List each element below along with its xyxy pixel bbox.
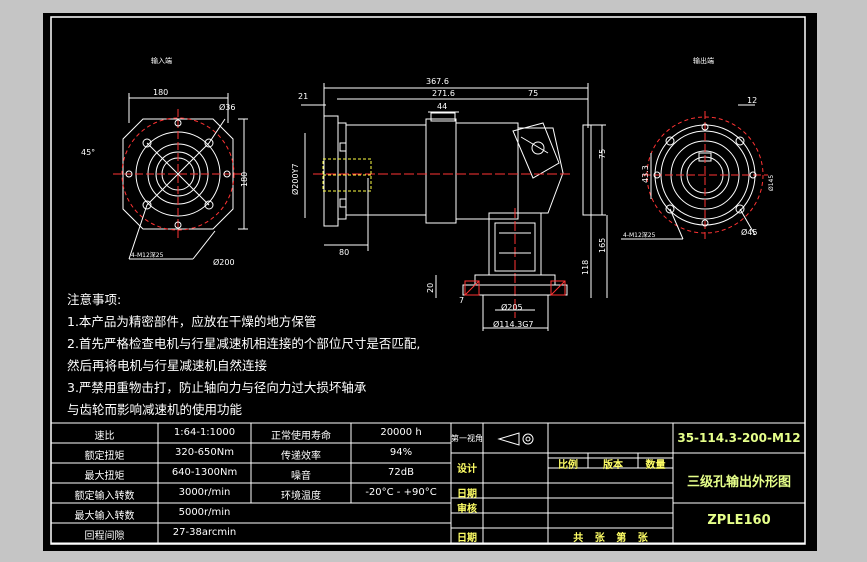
drawing-name: 三级孔输出外形图 (686, 475, 791, 490)
input-end-label: 输入端 (151, 56, 172, 65)
cad-drawing: 输入端 180 Ø36 45° 180 4-M12深25 Ø200 (50, 16, 806, 545)
drawing-number: 35-114.3-200-M12 (677, 431, 801, 445)
note-line-1: 1.本产品为精密部件，应放在干燥的地方保管 (67, 314, 317, 329)
notes-block: 注意事项: 1.本产品为精密部件，应放在干燥的地方保管 2.首先严格检查电机与行… (67, 289, 420, 421)
spec-value: 5000r/min (178, 507, 231, 518)
spec-key: 正常使用寿命 (271, 431, 331, 442)
drawing-frame (50, 16, 806, 545)
spec-key: 额定扭矩 (84, 451, 125, 462)
note-line-5: 与齿轮而影响减速机的使用功能 (67, 402, 243, 417)
dim-45deg: 45° (81, 148, 95, 157)
notes-title: 注意事项: (67, 292, 122, 307)
spec-key: 额定输入转数 (74, 491, 135, 502)
spec-key: 最大扭矩 (84, 471, 125, 482)
dim-20: 20 (426, 283, 435, 293)
dim-180-side: 180 (240, 172, 249, 187)
spec-value: 3000r/min (178, 487, 231, 498)
spec-key: 噪音 (291, 471, 311, 482)
date-label-2: 日期 (457, 533, 477, 544)
dim-12: 12 (747, 96, 757, 105)
spec-key: 速比 (94, 431, 115, 442)
dim-7: 7 (459, 296, 464, 305)
dim-4m12: 4-M12深25 (131, 251, 164, 259)
dim-36: Ø36 (219, 102, 235, 112)
spec-value: 640-1300Nm (171, 467, 238, 478)
spec-value: 320-650Nm (174, 447, 234, 458)
dim-75b: 75 (598, 149, 607, 159)
spec-value: 94% (389, 447, 413, 458)
dim-433: 43.3 (641, 165, 650, 183)
scale-label: 比例 (558, 460, 578, 471)
date-label-1: 日期 (457, 489, 477, 500)
dim-80: 80 (339, 248, 349, 257)
dim-205: Ø205 (501, 302, 523, 312)
spec-key: 回程间隙 (84, 531, 125, 542)
side-view: 367.6 271.6 75 21 44 75 (290, 77, 608, 331)
dim-44: 44 (437, 102, 447, 111)
first-angle-label: 第一视角 (451, 434, 483, 443)
spec-key: 最大输入转数 (74, 511, 135, 522)
dim-200: Ø200 (213, 257, 235, 267)
dim-165: 165 (598, 238, 607, 253)
spec-key: 传递效率 (281, 451, 321, 462)
spec-value: -20°C - +90°C (365, 487, 437, 498)
spec-value: 72dB (388, 467, 414, 478)
spec-value: 1:64-1:1000 (173, 427, 236, 438)
review-label: 审核 (457, 504, 477, 515)
dim-180-top: 180 (153, 88, 168, 97)
dim-75a: 75 (528, 89, 538, 98)
design-label: 设计 (457, 464, 477, 475)
model-number: ZPLE160 (707, 513, 771, 528)
dim-phi2007: Ø200Y7 (290, 163, 300, 195)
note-line-2: 2.首先严格检查电机与行星减速机相连接的个部位尺寸是否匹配, (67, 336, 421, 351)
spec-key: 环境温度 (281, 491, 321, 502)
output-end-label: 输出端 (693, 56, 714, 65)
note-line-4: 3.严禁用重物击打，防止轴向力与径向力过大损坏轴承 (67, 380, 367, 395)
version-label: 版本 (603, 460, 623, 471)
dim-4145: Ø145 (768, 175, 775, 191)
sheets-label: 共 张 第 张 (573, 533, 648, 544)
dim-118: 118 (581, 260, 590, 275)
note-line-3: 然后再将电机与行星减速机自然连接 (67, 358, 268, 373)
drawing-sheet: 输入端 180 Ø36 45° 180 4-M12深25 Ø200 (43, 13, 817, 551)
spec-table-lines (50, 422, 806, 544)
dim-271: 271.6 (432, 89, 455, 98)
output-end-view: 输出端 12 43.3 Ø145 4-M12深25 Ø45 (621, 56, 775, 240)
dim-4m12b: 4-M12深25 (623, 231, 656, 239)
dim-45: Ø45 (741, 227, 757, 237)
quantity-label: 数量 (645, 460, 666, 471)
dim-21: 21 (298, 92, 308, 101)
dim-367: 367.6 (426, 77, 449, 86)
spec-value: 27-38arcmin (172, 527, 237, 538)
input-end-view: 输入端 180 Ø36 45° 180 4-M12深25 Ø200 (81, 56, 249, 267)
spec-value: 20000 h (380, 427, 422, 438)
dim-1143: Ø114.3G7 (493, 319, 534, 329)
